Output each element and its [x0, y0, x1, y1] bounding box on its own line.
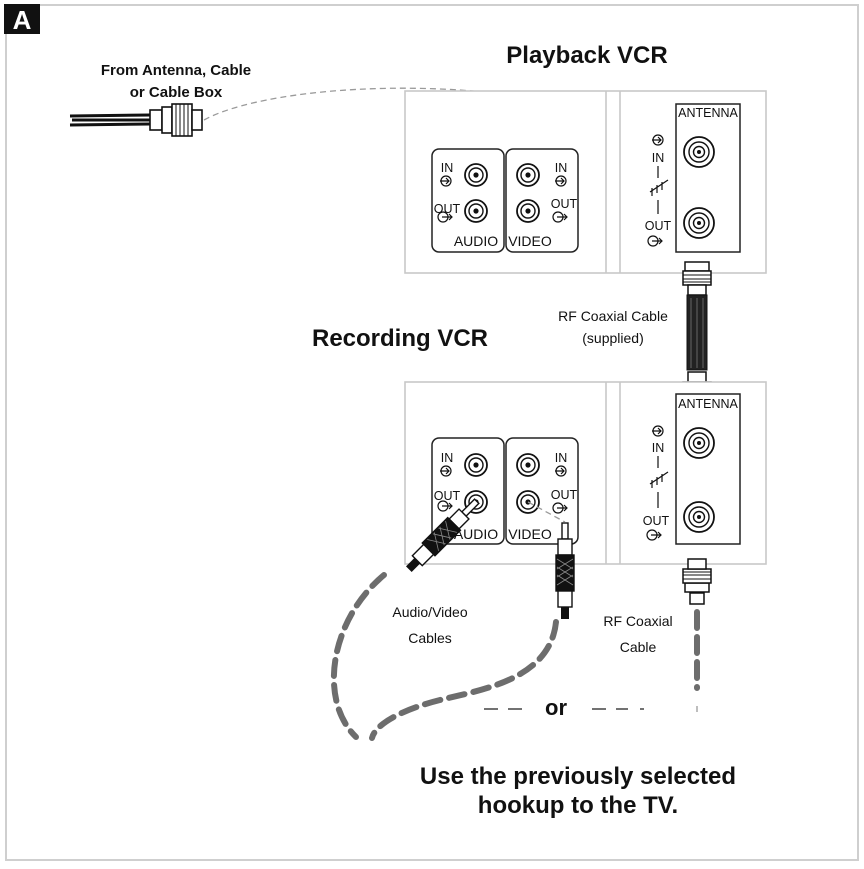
playback-vcr-panel: IN OUT AUDIO IN OUT VIDEO ANTENNA IN: [404, 90, 767, 274]
recording-video-block: IN OUT VIDEO: [505, 437, 579, 545]
playback-antenna-block: ANTENNA IN OUT: [645, 103, 741, 253]
rf-supplied-label-line1: RF Coaxial Cable: [558, 308, 668, 324]
splitter-symbol-icon: [649, 179, 669, 196]
recording-vcr-panel: IN OUT AUDIO IN OUT VIDEO ANTENNA IN: [404, 381, 767, 565]
or-label: or: [545, 695, 567, 720]
playback-video-in-label: IN: [555, 161, 568, 175]
recording-audio-out-label: OUT: [434, 489, 461, 503]
source-signal-line: [203, 87, 685, 151]
playback-antenna-out-label: OUT: [645, 219, 672, 233]
recording-audio-in-label: IN: [441, 451, 454, 465]
playback-audio-in-label: IN: [441, 161, 454, 175]
playback-antenna-out-jack: [683, 207, 715, 239]
recording-vcr-title: Recording VCR: [312, 325, 488, 352]
recording-audio-in-jack: [464, 453, 488, 477]
video-cable-line: [369, 619, 559, 741]
recording-video-label: VIDEO: [508, 526, 552, 542]
corner-badge: A: [4, 4, 40, 35]
recording-antenna-label: ANTENNA: [678, 397, 738, 411]
rf-out-label-line1: RF Coaxial: [603, 613, 672, 629]
antenna-source-cable: [69, 103, 203, 137]
rf-supplied-label-line2: (supplied): [582, 330, 643, 346]
instruction-line2: hookup to the TV.: [478, 792, 678, 819]
playback-audio-label: AUDIO: [454, 233, 498, 249]
input-arrow-icon: [651, 134, 664, 146]
recording-antenna-out-jack: [683, 501, 715, 533]
av-cables-label-line2: Cables: [408, 630, 452, 646]
audio-rca-plug: [405, 498, 480, 573]
instruction-line1: Use the previously selected: [420, 763, 736, 790]
playback-video-in-jack: [516, 163, 540, 187]
input-arrow-icon: [554, 465, 567, 477]
source-label-line1: From Antenna, Cable: [101, 62, 251, 79]
input-arrow-icon: [439, 465, 452, 477]
playback-antenna-in-label: IN: [652, 151, 665, 165]
playback-video-label: VIDEO: [508, 233, 552, 249]
corner-badge-letter: A: [13, 5, 32, 35]
playback-antenna-label: ANTENNA: [678, 106, 738, 120]
recording-video-in-jack: [516, 453, 540, 477]
input-arrow-icon: [651, 425, 664, 437]
input-arrow-icon: [554, 175, 567, 187]
recording-antenna-in-label: IN: [652, 441, 665, 455]
recording-video-in-label: IN: [555, 451, 568, 465]
audio-cable-line: [330, 572, 387, 740]
rf-cable-supplied: [682, 261, 712, 406]
playback-video-out-label: OUT: [551, 197, 578, 211]
splitter-symbol-icon: [649, 471, 669, 488]
playback-video-block: IN OUT VIDEO: [505, 148, 579, 253]
recording-antenna-in-jack: [683, 427, 715, 459]
source-label-line2: or Cable Box: [130, 84, 223, 101]
recording-antenna-block: ANTENNA IN OUT: [643, 393, 741, 545]
coaxial-plug-icon: [149, 103, 203, 137]
recording-antenna-out-label: OUT: [643, 514, 670, 528]
playback-vcr-title: Playback VCR: [506, 42, 667, 69]
input-arrow-icon: [439, 175, 452, 187]
recording-video-out-label: OUT: [551, 488, 578, 502]
rf-out-plug-tip: [689, 592, 705, 605]
rf-out-label-line2: Cable: [620, 639, 657, 655]
video-rca-plug: [555, 522, 575, 619]
recording-audio-label: AUDIO: [454, 526, 498, 542]
playback-video-out-jack: [516, 199, 540, 223]
playback-audio-out-jack: [464, 199, 488, 223]
video-out-link: [527, 501, 566, 523]
playback-audio-block: IN OUT AUDIO: [431, 148, 505, 253]
playback-antenna-in-jack: [683, 136, 715, 168]
playback-audio-in-jack: [464, 163, 488, 187]
av-cables-label-line1: Audio/Video: [392, 604, 467, 620]
